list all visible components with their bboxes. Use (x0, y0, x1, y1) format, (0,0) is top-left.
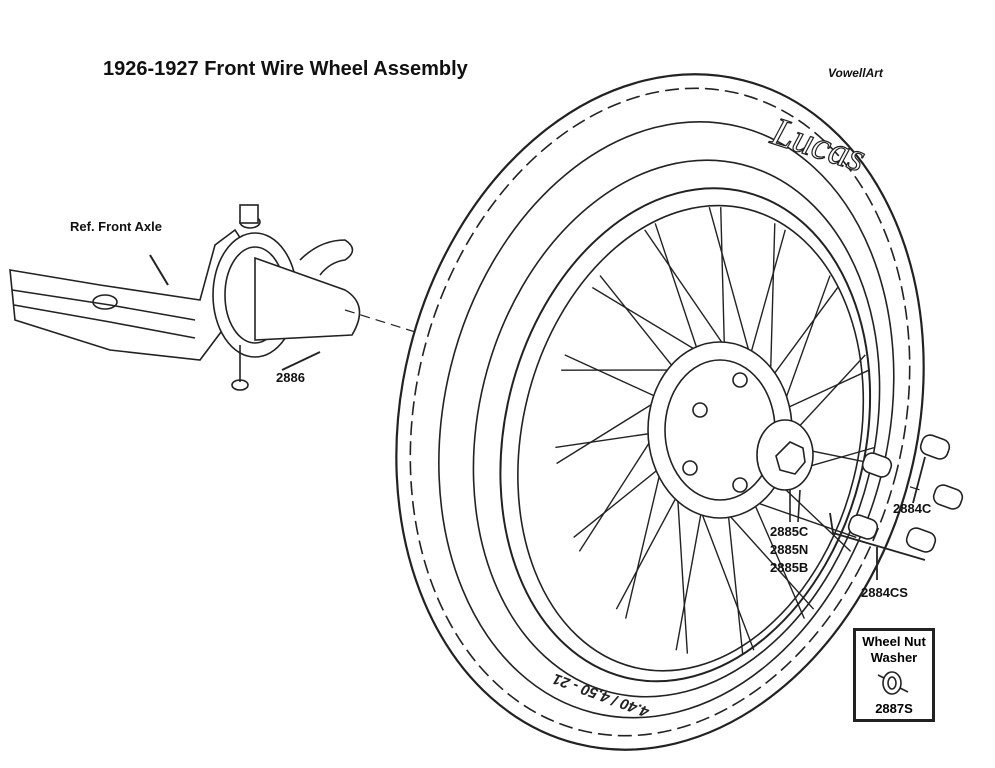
spoke (720, 207, 726, 361)
label-2887s: 2887S (875, 701, 913, 716)
label-2885n: 2885N (770, 542, 809, 557)
label-2885c: 2885C (770, 524, 809, 539)
spoke (564, 354, 670, 404)
label-2884c: 2884C (893, 501, 932, 516)
spoke (675, 496, 705, 651)
spoke (654, 223, 703, 365)
spoke (615, 482, 685, 610)
washer-title-line2: Washer (870, 650, 918, 665)
label-2886: 2886 (276, 370, 305, 385)
spoke (555, 430, 666, 449)
hub (647, 341, 814, 523)
washer-icon (877, 671, 909, 695)
spoke (573, 459, 671, 538)
spoke (714, 499, 815, 610)
spindle (212, 204, 361, 391)
spoke (745, 229, 786, 369)
label-2885b: 2885B (770, 560, 809, 575)
spoke (644, 229, 737, 364)
spoke (763, 287, 839, 389)
wheel-nuts (829, 434, 964, 580)
spoke (726, 499, 744, 654)
artist-credit: VowellArt (828, 66, 883, 80)
front-axle (9, 228, 246, 361)
spoke (599, 275, 683, 380)
spoke (747, 489, 805, 619)
washer-title-line1: Wheel Nut (862, 634, 926, 649)
label-front-axle: Ref. Front Axle (70, 219, 162, 234)
label-2884cs: 2884CS (861, 585, 908, 600)
spoke (692, 491, 755, 651)
diagram-title: 1926-1927 Front Wire Wheel Assembly (103, 58, 468, 80)
